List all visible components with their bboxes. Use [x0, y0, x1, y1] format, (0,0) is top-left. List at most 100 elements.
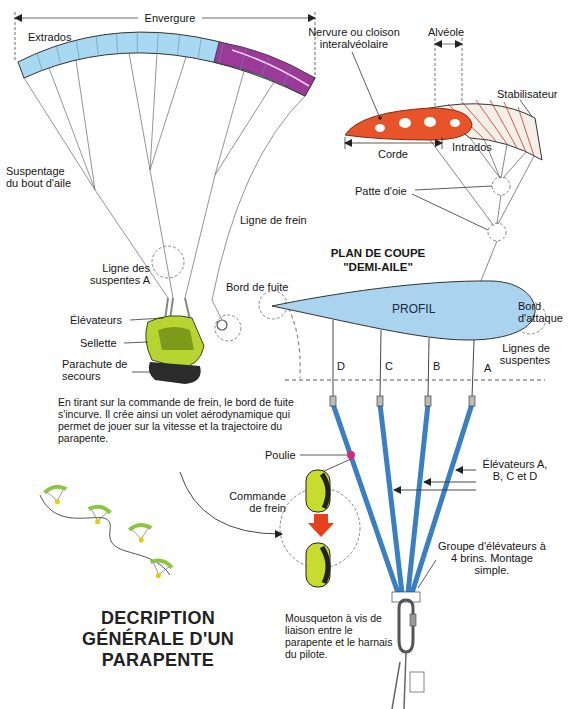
profile-line: [380, 330, 381, 398]
profile-outline: [272, 281, 535, 340]
profile-line: [333, 320, 334, 398]
mini-glider: [151, 558, 173, 568]
mini-glider: [89, 505, 111, 513]
pulley-and-brake: [347, 451, 355, 459]
part-label: C: [385, 360, 393, 372]
wing-cell-line: [219, 43, 224, 64]
callout-circle: [488, 223, 506, 241]
part-label: Intrados: [452, 141, 492, 153]
profile-label: PROFIL: [392, 302, 435, 316]
riser-strap: [408, 404, 428, 593]
part-label: Parachute de secours: [62, 358, 134, 382]
riser-strap: [333, 404, 398, 593]
part-label: Nervure ou cloison interalvéolaire: [298, 26, 410, 50]
part-label: Élévateurs: [70, 314, 122, 326]
wing-cell-line: [117, 33, 118, 53]
part-label: Bord d'attaque: [518, 300, 578, 324]
mini-glider: [90, 510, 100, 521]
deflected-trailing-edge: [285, 302, 300, 378]
line-level: [285, 380, 545, 381]
riser-connector: [377, 396, 383, 406]
suspension-line: [129, 53, 173, 298]
part-label: Lignes de suspentes: [496, 342, 550, 366]
cell-dimension: [435, 38, 462, 106]
half-wing-section: [345, 108, 472, 140]
elevator-arrow: [394, 490, 476, 491]
wing-cell-line: [56, 46, 60, 64]
riser-strap: [412, 404, 472, 593]
pulley-and-brake: [322, 459, 351, 472]
wing-cell-line: [137, 32, 138, 53]
wing-cell-line: [261, 57, 268, 77]
mini-glider: [86, 505, 111, 526]
mini-glider: [155, 572, 161, 578]
callout-circle: [152, 177, 546, 568]
leader-line: [415, 186, 492, 190]
mini-glider: [44, 485, 69, 506]
cell-dimension: [435, 38, 436, 106]
part-label: Ligne de frein: [240, 214, 307, 226]
suspension-line: [215, 82, 274, 175]
chord-dimension: [345, 143, 442, 144]
part-label: Suspentage du bout d'aile: [6, 165, 72, 189]
deflected-trailing-edge: [285, 302, 300, 378]
mini-glider: [140, 528, 149, 539]
riser-strap: [380, 404, 402, 593]
wing-canopy: [232, 50, 309, 86]
part-label: En tirant sur la commande de frein, le b…: [58, 396, 306, 444]
riser-strap: [333, 404, 472, 593]
callout-circle: [215, 315, 241, 341]
chord-dimension: [345, 137, 346, 149]
diagram-title: DECRIPTION GÉNÉRALE D'UN PARAPENTE: [68, 608, 248, 671]
riser-connector: [469, 396, 475, 406]
mini-glider: [147, 558, 173, 581]
half-wing-section: [490, 100, 517, 148]
part-label: D: [337, 360, 345, 372]
part-label: Ligne des suspentes A: [60, 262, 150, 286]
chord-dimension: [442, 137, 443, 149]
pulley-and-brake: [306, 543, 330, 587]
carabiner: [404, 652, 406, 709]
section-line: [430, 138, 534, 288]
pulley-and-brake: [322, 547, 328, 583]
section-line: [430, 140, 494, 226]
leader-line: [352, 52, 380, 118]
half-wing-section: [378, 116, 382, 120]
profile-line: [472, 340, 474, 398]
riser-connector: [425, 396, 431, 406]
part-label: Groupe d'élévateurs à 4 brins. Montage s…: [436, 540, 548, 576]
harness: [158, 327, 194, 350]
half-wing-section: [518, 107, 534, 156]
half-wing-section: [375, 124, 385, 132]
suspension-line: [185, 71, 244, 298]
part-label: A: [484, 362, 491, 374]
riser-connector: [330, 396, 336, 406]
line-level: [285, 380, 545, 381]
elevator-arrow: [424, 482, 476, 483]
wing-cell-line: [157, 33, 158, 54]
mini-glider: [55, 499, 61, 505]
wing-canopy: [214, 42, 315, 96]
part-label: Poulie: [265, 449, 296, 461]
chord-dimension: [345, 137, 442, 149]
carabiner: [410, 614, 416, 626]
mini-glider: [139, 537, 144, 542]
part-label: Alvéole: [428, 26, 464, 38]
leader-line: [132, 372, 152, 373]
suspension-line: [150, 57, 186, 170]
callout-circle: [492, 177, 510, 195]
elevator-arrow: [456, 470, 476, 471]
wing-cell-line: [37, 32, 292, 86]
pulley-and-brake: [308, 514, 334, 537]
section-line: [503, 152, 526, 178]
section-line: [498, 156, 534, 224]
pulley-and-brake: [322, 474, 328, 508]
span-dimension: [315, 12, 316, 78]
profile-shape: PROFIL: [270, 278, 538, 346]
leader-line: [124, 342, 148, 343]
harness: [217, 320, 227, 330]
part-label: Corde: [378, 148, 408, 160]
elevator-arrow: [394, 470, 476, 490]
part-label: Extrados: [28, 31, 71, 43]
half-wing-section: [399, 118, 411, 128]
